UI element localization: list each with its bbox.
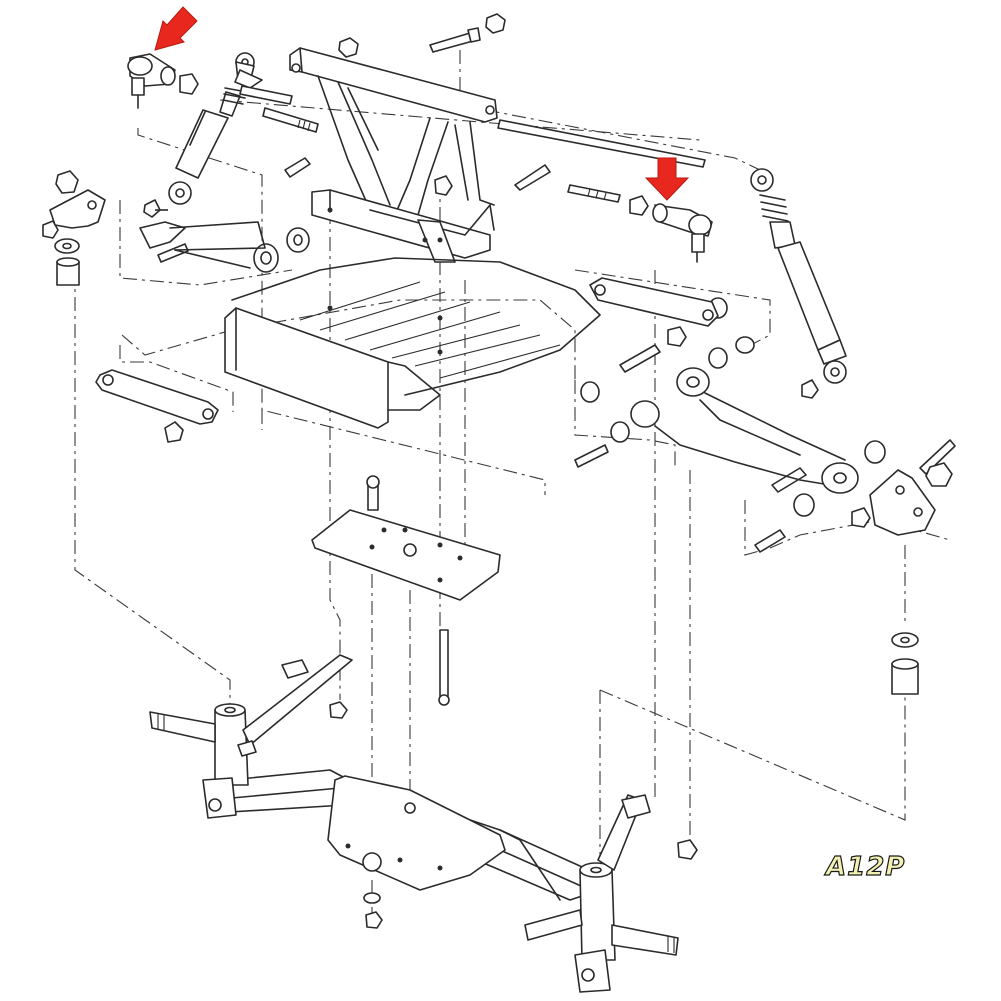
tie-rod-end-right (652, 203, 713, 263)
right-upper-link-plate (589, 277, 719, 327)
right-spindle (524, 794, 679, 993)
right-shock-absorber (750, 168, 847, 384)
floor-plate-tray (224, 257, 601, 429)
left-lower-link-plate (95, 369, 219, 425)
left-spindle (149, 654, 353, 819)
red-arrow-left-tie-rod-end (154, 6, 198, 51)
diagram-badge-label: A12P (825, 851, 906, 882)
tie-rod-end-left (127, 53, 176, 109)
right-a-arm (630, 367, 859, 494)
left-shock-absorber (168, 52, 263, 205)
center-mount-plate (311, 509, 501, 601)
front-axle-leaf-spring (204, 769, 601, 901)
upper-frame-crossmember (289, 47, 498, 263)
red-arrow-right-tie-rod-end (644, 157, 690, 201)
threaded-bolts (157, 27, 956, 706)
nuts-and-bushings (42, 13, 953, 929)
right-mount-bracket (869, 469, 936, 536)
left-upper-link (49, 189, 266, 269)
callout-arrows (154, 6, 690, 201)
